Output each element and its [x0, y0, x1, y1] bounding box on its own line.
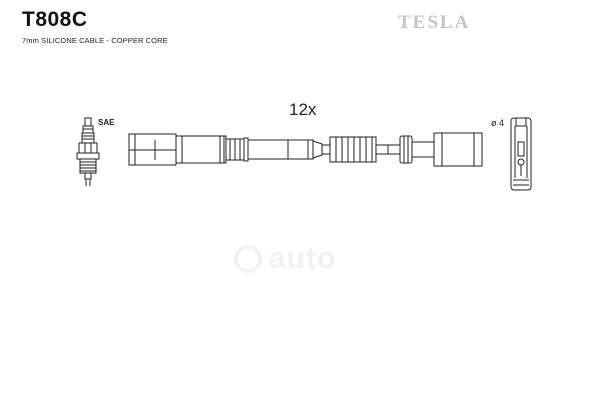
- part-number: T808C: [22, 8, 88, 31]
- watermark-text: auto: [269, 242, 337, 275]
- terminal-size-label: ø 4: [491, 118, 505, 128]
- plug-boot-icon: [128, 133, 331, 166]
- terminal-end-icon: [510, 117, 532, 191]
- plug-standard-label: SAE: [98, 118, 115, 127]
- quantity-label: 12x: [289, 100, 317, 119]
- product-description: 7mm SILICONE CABLE - COPPER CORE: [22, 36, 168, 45]
- watermark: auto: [233, 242, 336, 276]
- brand-logo: TESLA: [398, 12, 471, 33]
- spark-plug-icon: [76, 117, 100, 186]
- coil-connector-icon: [399, 132, 483, 167]
- ribbed-cable-section: [329, 136, 401, 163]
- watermark-circle-icon: [234, 245, 262, 273]
